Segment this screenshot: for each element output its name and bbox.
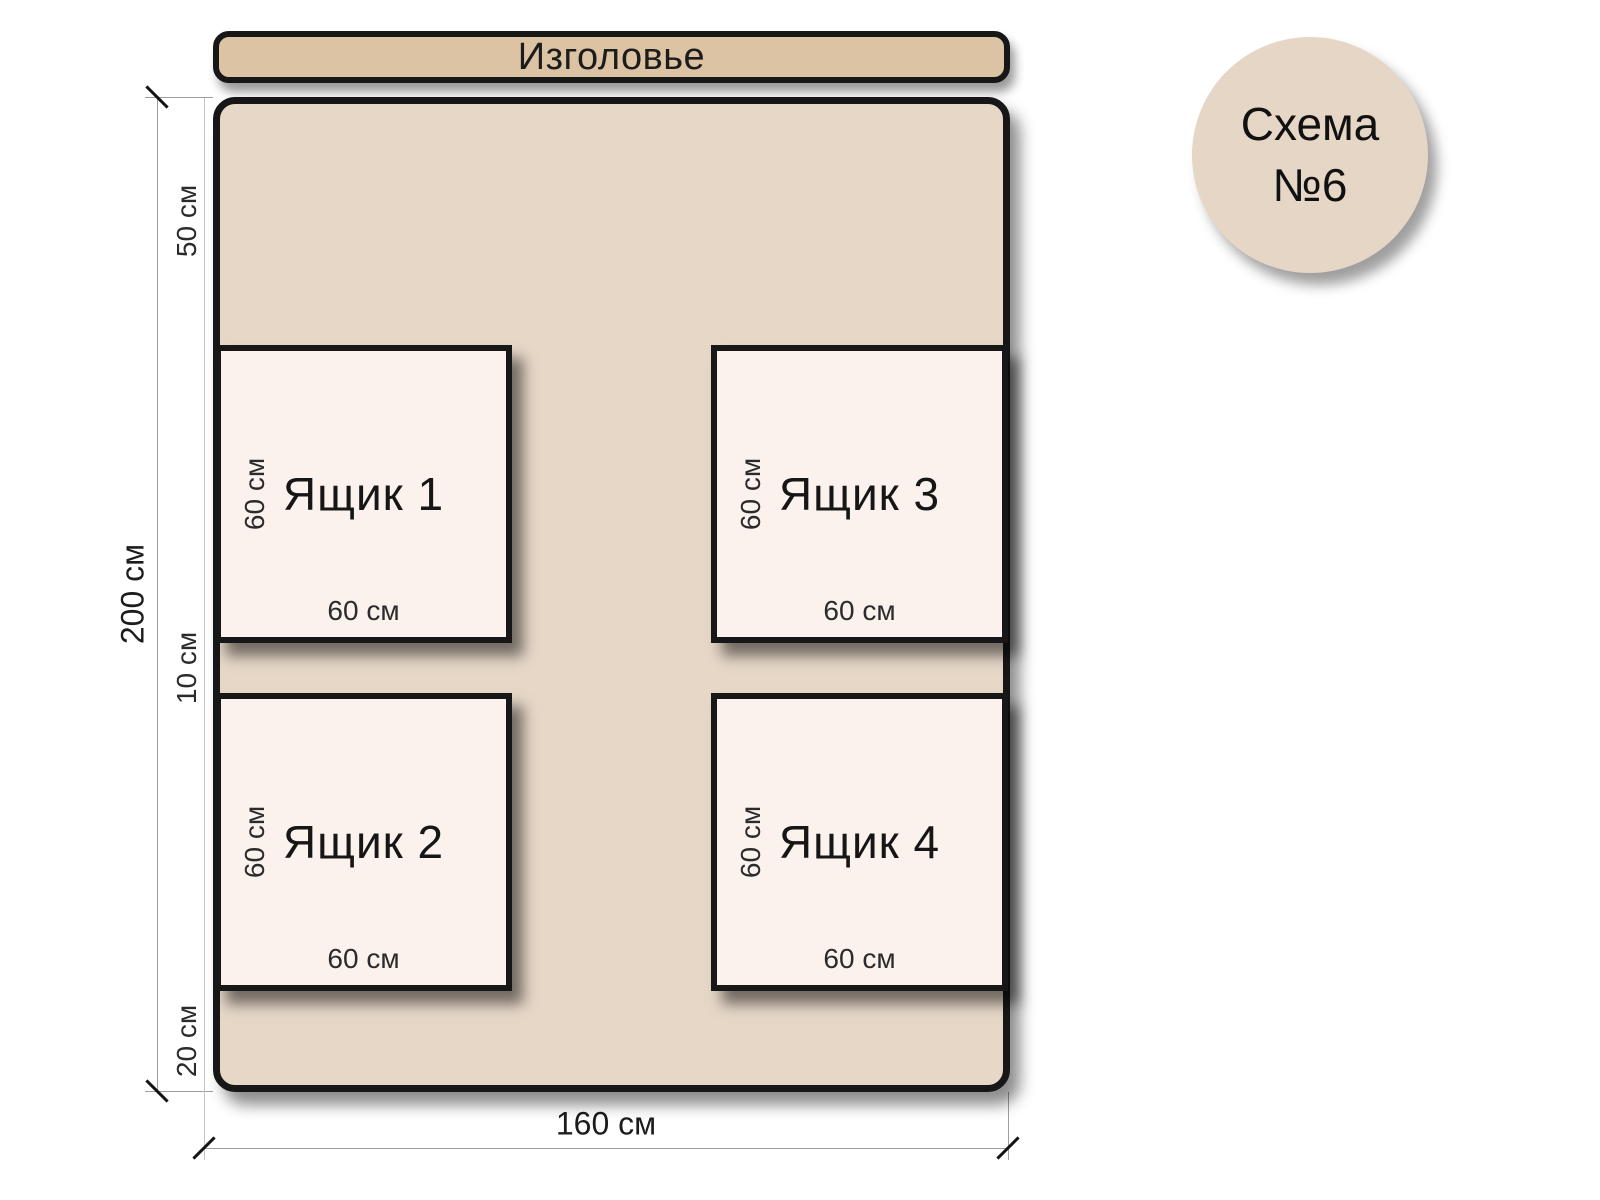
drawer-3-width-label: 60 см bbox=[823, 595, 896, 626]
drawer-3-height-label: 60 см bbox=[735, 457, 766, 531]
badge-title: Схема bbox=[1240, 98, 1380, 151]
extension-line-bottom-left bbox=[145, 1091, 213, 1092]
scheme-number-badge: Схема №6 bbox=[1192, 37, 1428, 273]
width-dimension-line bbox=[204, 1148, 1009, 1149]
drawer-2-height-label: 60 см bbox=[239, 805, 270, 879]
headboard-label: Изголовье bbox=[517, 35, 706, 78]
drawer-3: 60 см Ящик 3 60 см bbox=[711, 345, 1008, 643]
drawer-2: 60 см Ящик 2 60 см bbox=[215, 693, 512, 991]
drawer-4-width-label: 60 см bbox=[823, 943, 896, 974]
drawer-4: 60 см Ящик 4 60 см bbox=[711, 693, 1008, 991]
bottom-gap-label: 20 см bbox=[171, 1004, 202, 1078]
badge-number: №6 bbox=[1272, 159, 1348, 211]
drawer-2-width-label: 60 см bbox=[327, 943, 400, 974]
extension-line-top bbox=[145, 97, 213, 98]
middle-gap-label: 10 см bbox=[171, 631, 202, 705]
top-gap-label: 50 см bbox=[171, 184, 202, 258]
bed-width-label: 160 см bbox=[555, 1105, 657, 1142]
drawer-1: 60 см Ящик 1 60 см bbox=[215, 345, 512, 643]
bed-height-label: 200 см bbox=[114, 543, 151, 645]
extension-line-bottom-right bbox=[1008, 1092, 1009, 1160]
drawer-3-label: Ящик 3 bbox=[778, 468, 941, 520]
inner-extension-line bbox=[204, 98, 205, 1160]
height-dimension-line bbox=[157, 97, 158, 1091]
drawer-4-label: Ящик 4 bbox=[778, 816, 941, 868]
headboard: Изголовье bbox=[213, 31, 1010, 83]
drawer-2-label: Ящик 2 bbox=[282, 816, 445, 868]
drawer-4-height-label: 60 см bbox=[735, 805, 766, 879]
drawer-1-label: Ящик 1 bbox=[282, 468, 445, 520]
drawer-1-width-label: 60 см bbox=[327, 595, 400, 626]
drawer-1-height-label: 60 см bbox=[239, 457, 270, 531]
